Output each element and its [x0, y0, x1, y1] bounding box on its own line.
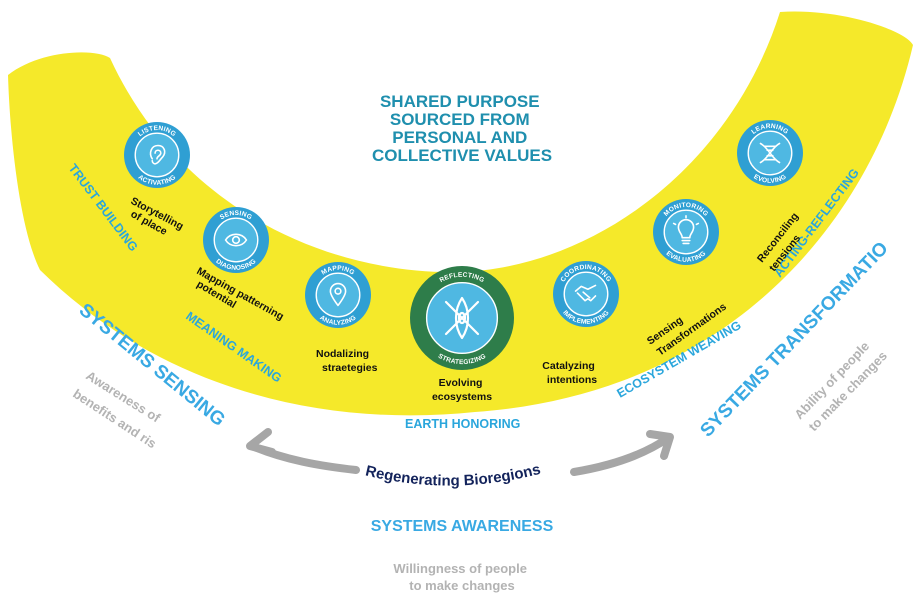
node-top-label: MAPPING: [320, 265, 355, 277]
node-inner: [663, 209, 709, 255]
caption-evolving: Evolving ecosystems: [432, 377, 492, 403]
systems-awareness-sub-line: Willingness of people: [393, 561, 527, 576]
map-pin-icon: [329, 282, 347, 307]
systems-awareness-label: SYSTEMS AWARENESS: [371, 518, 554, 535]
shared-purpose-line: PERSONAL AND: [392, 128, 527, 147]
caption-nodalizing: Nodalizing straetegies: [316, 348, 378, 374]
shared-purpose-line: COLLECTIVE VALUES: [372, 146, 552, 165]
shared-purpose-line: SOURCED FROM: [390, 110, 530, 129]
ear-icon: [149, 144, 166, 165]
caption-catalyzing-line: Catalyzing: [542, 360, 595, 372]
eye-icon: [224, 233, 248, 247]
node-bottom-label: EVOLVING: [752, 173, 787, 184]
systems-awareness-sub-line: to make changes: [409, 578, 515, 593]
node-inner: [315, 272, 361, 318]
caption-evolving-line: Evolving: [439, 377, 483, 389]
yellow-band: [8, 11, 913, 416]
left-arrow-icon: [246, 428, 360, 474]
caption-catalyzing-line: intentions: [547, 374, 597, 386]
regenerating-bioregions-label: Regenerating Bioregions: [364, 461, 542, 490]
lightbulb-icon: [672, 215, 700, 245]
earth-honoring-label: EARTH HONORING: [405, 417, 520, 431]
node-top-label: SENSING: [219, 210, 253, 221]
systems-awareness-sub: Willingness of people to make changes: [393, 561, 530, 593]
caption-catalyzing: Catalyzing intentions: [542, 360, 597, 386]
caption-nodalizing-line: Nodalizing: [316, 348, 369, 360]
shared-purpose-title: SHARED PURPOSE SOURCED FROM PERSONAL AND…: [372, 92, 552, 165]
dna-icon: [759, 142, 781, 164]
caption-nodalizing-line: straetegies: [322, 362, 378, 374]
caption-evolving-line: ecosystems: [432, 391, 492, 403]
right-arrow-icon: [570, 430, 674, 476]
node-inner: [213, 217, 259, 263]
shared-purpose-line: SHARED PURPOSE: [380, 92, 540, 111]
handshake-icon: [574, 284, 597, 302]
kayak-icon: [444, 296, 480, 340]
node-inner: [134, 132, 180, 178]
